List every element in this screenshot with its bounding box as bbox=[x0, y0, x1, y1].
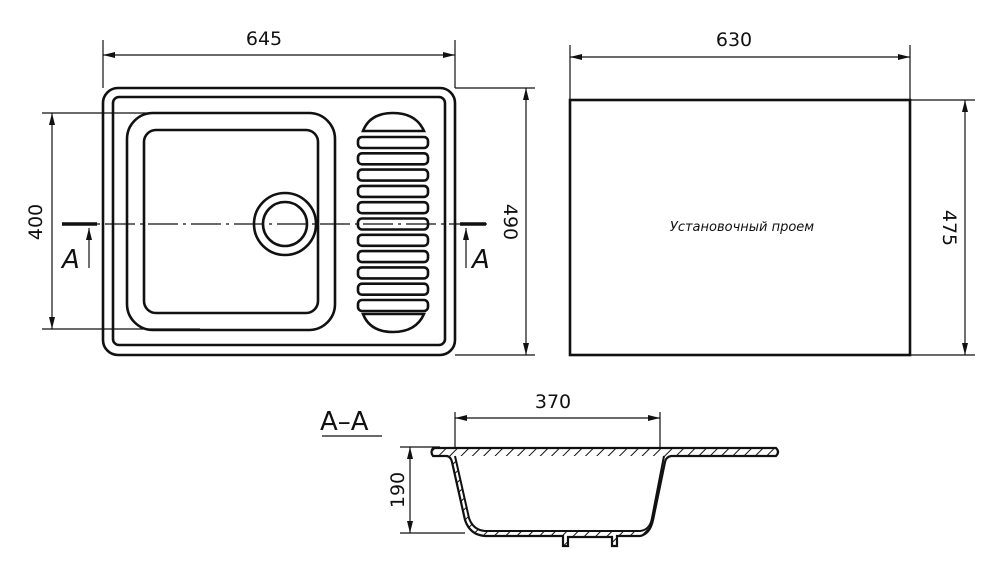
depth-dimension: 490 bbox=[499, 204, 521, 240]
bowl-width-dimension: 370 bbox=[535, 391, 571, 413]
drainboard-rib bbox=[356, 266, 430, 280]
cutout-width-dimension: 630 bbox=[716, 29, 752, 51]
cutout-height-dimension: 475 bbox=[938, 210, 960, 246]
section-mark-left: A bbox=[60, 245, 80, 275]
drainboard-bottom-cap bbox=[361, 312, 427, 334]
bowl-outer-outline bbox=[125, 111, 337, 332]
cutout-outline bbox=[568, 98, 912, 357]
bowl-inner-outline bbox=[142, 128, 320, 315]
bowl-height-dimension: 190 bbox=[387, 472, 409, 508]
drainboard-rib bbox=[356, 152, 430, 166]
drainboard-rib bbox=[356, 298, 430, 313]
sink-rim-outline bbox=[111, 95, 447, 347]
drainboard-rib bbox=[356, 168, 430, 182]
drainboard-rib bbox=[356, 135, 430, 150]
width-dimension: 645 bbox=[246, 28, 282, 50]
drainboard-rib bbox=[356, 233, 430, 248]
drainboard-rib bbox=[356, 249, 430, 264]
drainboard-rib bbox=[356, 282, 430, 297]
drainboard-rib bbox=[356, 184, 430, 199]
sink-outer-outline bbox=[101, 86, 457, 357]
cutout-label: Установочный проем bbox=[670, 220, 814, 235]
drainboard-rib bbox=[356, 200, 430, 215]
bowl-depth-dimension: 400 bbox=[25, 204, 47, 240]
drainboard-top-cap bbox=[361, 111, 427, 133]
cutout-view: Установочный проем 630 475 bbox=[568, 29, 975, 357]
section-mark-right: A bbox=[470, 245, 490, 275]
section-title: A–A bbox=[320, 407, 369, 437]
section-view: A–A 370 190 bbox=[320, 391, 780, 548]
sink-top-view: A A 645 400 490 bbox=[25, 28, 535, 357]
